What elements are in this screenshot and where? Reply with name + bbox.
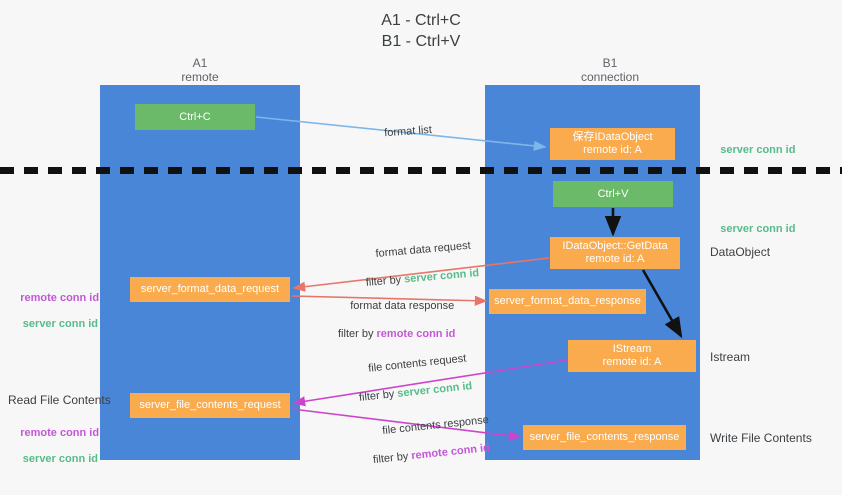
- label-dataobject: DataObject: [710, 245, 771, 259]
- arrow-label-file-contents-response-filter: filter by remote conn id: [372, 441, 492, 467]
- box-server-format-data-response-label: server_format_data_response: [494, 295, 641, 307]
- server-conn-id-label: server conn id: [403, 267, 480, 286]
- box-ctrl-c-label: Ctrl+C: [179, 110, 211, 123]
- box-idataobject-line2: remote id: A: [583, 144, 642, 156]
- label-write-file-contents: Write File Contents: [710, 431, 812, 445]
- dashed-separator: [0, 167, 842, 174]
- box-ctrl-v[interactable]: Ctrl+V: [553, 181, 673, 207]
- arrow-label-file-contents-request-filter: filter by server conn id: [358, 379, 473, 405]
- box-ctrl-v-label: Ctrl+V: [597, 187, 629, 200]
- conn-id-right-top: server conn id: [708, 131, 795, 170]
- conn-id-left-top: remote conn id server conn id: [8, 279, 100, 344]
- box-istream-line2: remote id: A: [602, 356, 662, 368]
- box-server-format-data-request[interactable]: server_format_data_request: [130, 277, 290, 302]
- box-istream[interactable]: IStream remote id: A: [568, 340, 696, 372]
- arrow-label-file-contents-response-text: file contents response: [381, 413, 490, 438]
- box-server-format-data-response[interactable]: server_format_data_response: [489, 289, 646, 314]
- page-title: A1 - Ctrl+C B1 - Ctrl+V: [381, 12, 461, 50]
- server-conn-id-label: server conn id: [720, 223, 796, 235]
- arrow-label-format-data-response-filter: filter by remote conn id: [338, 327, 455, 341]
- arrow-label-file-contents-request-text: file contents request: [367, 352, 467, 375]
- arrow-label-file-contents-response: file contents response filter by remote …: [368, 399, 495, 495]
- diagram-canvas: A1 - Ctrl+C B1 - Ctrl+V A1 remote B1 con…: [0, 12, 842, 479]
- box-server-file-contents-response[interactable]: server_file_contents_response: [523, 425, 686, 450]
- arrow-label-format-data-response: format data response filter by remote co…: [338, 285, 455, 369]
- column-header-b1: B1 connection: [580, 56, 640, 84]
- server-conn-id-label: server conn id: [720, 144, 796, 156]
- arrow-label-format-data-request-text: format data request: [375, 239, 472, 260]
- box-server-format-data-request-label: server_format_data_request: [140, 283, 280, 295]
- box-server-file-contents-request[interactable]: server_file_contents_request: [130, 393, 290, 418]
- filter-prefix: filter by: [372, 450, 412, 467]
- server-conn-id-label: server conn id: [22, 318, 98, 330]
- arrow-label-format-data-response-text: format data response: [350, 300, 455, 312]
- box-idataobject-getdata[interactable]: IDataObject::GetData remote id: A: [550, 237, 680, 269]
- filter-prefix: filter by: [338, 328, 377, 340]
- conn-id-right-middle: server conn id: [708, 210, 795, 249]
- filter-prefix: filter by: [358, 387, 398, 404]
- server-conn-id-label: server conn id: [22, 453, 98, 465]
- box-istream-line1: IStream: [612, 343, 652, 355]
- box-ctrl-c[interactable]: Ctrl+C: [135, 104, 255, 130]
- remote-conn-id-label: remote conn id: [20, 427, 100, 439]
- arrow-label-format-list-text: format list: [383, 123, 433, 140]
- remote-conn-id-label: remote conn id: [410, 441, 491, 463]
- arrow-label-format-list: format list: [371, 109, 434, 155]
- label-read-file-contents: Read File Contents: [8, 393, 111, 407]
- remote-conn-id-label: remote conn id: [20, 292, 100, 304]
- box-server-file-contents-response-label: server_file_contents_response: [529, 431, 680, 443]
- box-idataobject-line1: 保存IDataObject: [572, 131, 653, 143]
- box-getdata-line1: IDataObject::GetData: [562, 240, 668, 252]
- box-getdata-line2: remote id: A: [585, 253, 645, 265]
- box-server-file-contents-request-label: server_file_contents_request: [139, 399, 281, 411]
- box-idataobject[interactable]: 保存IDataObject remote id: A: [550, 128, 675, 160]
- remote-conn-id-label: remote conn id: [376, 328, 456, 340]
- server-conn-id-label: server conn id: [396, 380, 473, 400]
- label-istream: Istream: [710, 350, 751, 364]
- column-header-a1: A1 remote: [181, 56, 219, 84]
- conn-id-left-bottom: remote conn id server conn id: [8, 414, 100, 479]
